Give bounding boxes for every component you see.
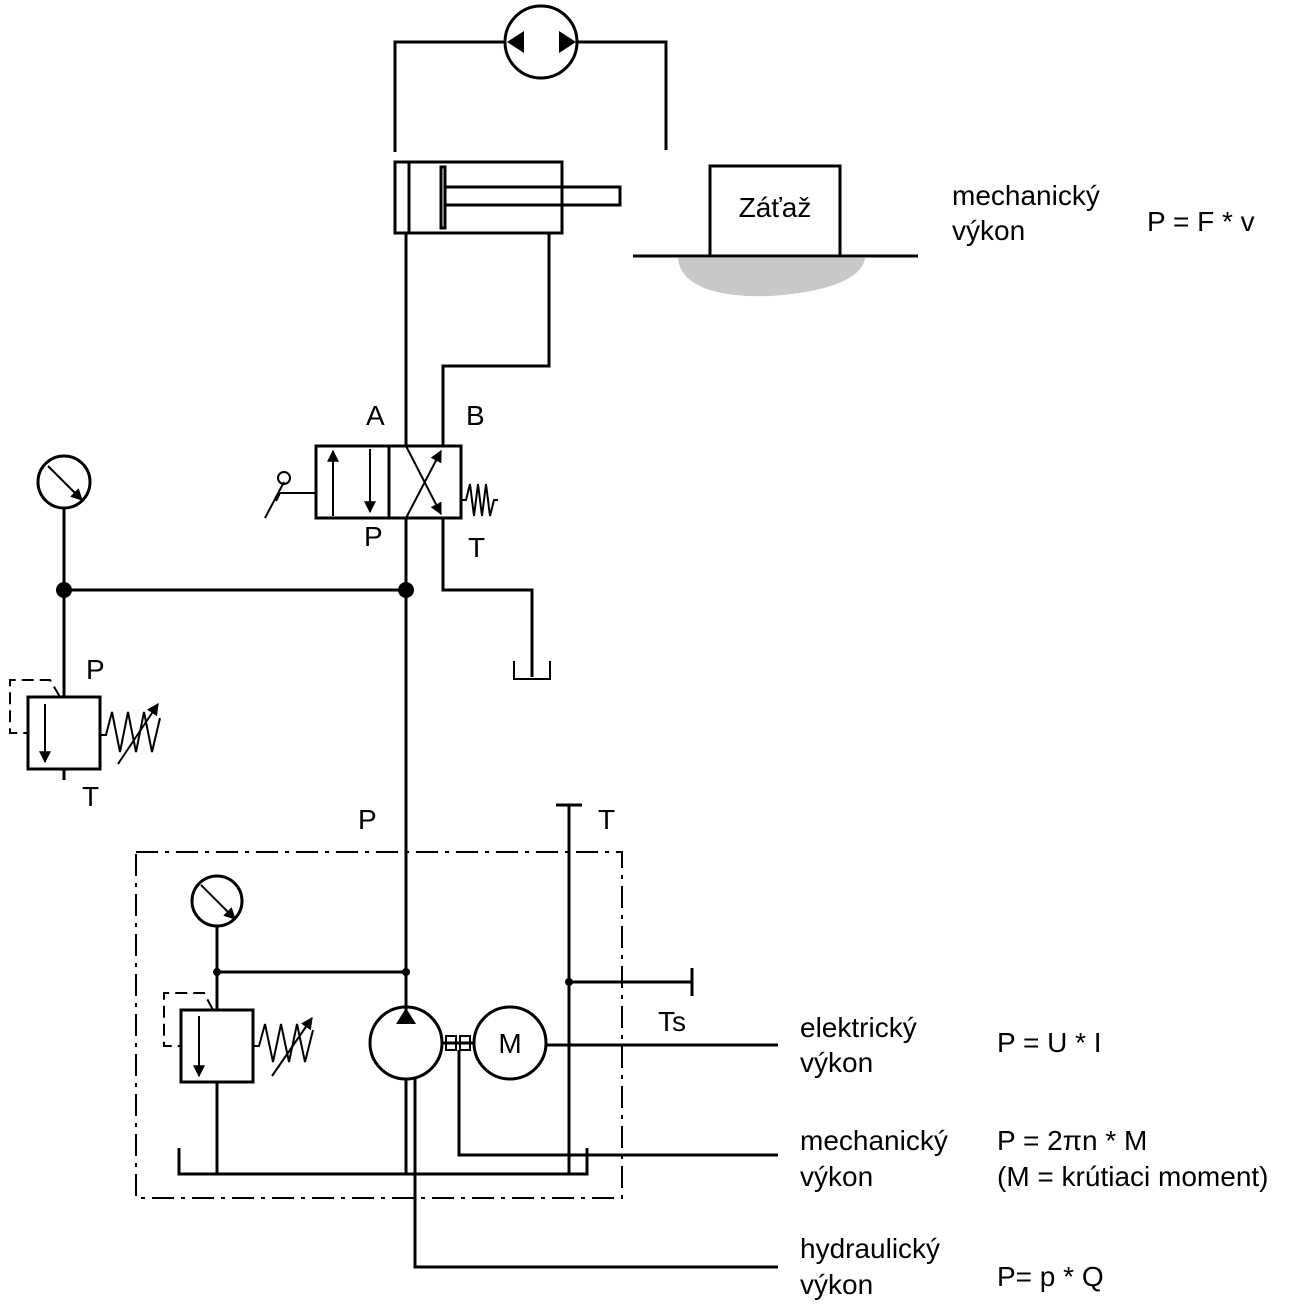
top-motor-lines bbox=[393, 40, 668, 152]
valve-port-b: B bbox=[466, 400, 485, 431]
pressure-gauge-inner bbox=[190, 874, 410, 1010]
main-pressure-line bbox=[56, 518, 414, 1010]
power-label-text: hydraulický bbox=[800, 1233, 940, 1264]
shaft-coupling bbox=[442, 1035, 474, 1051]
formula-mechanical-shaft: P = 2πn * M bbox=[997, 1125, 1147, 1156]
pressure-gauge-left bbox=[36, 454, 92, 590]
valve-tank-line bbox=[441, 518, 551, 680]
formula-mechanical-top: P = F * v bbox=[1147, 206, 1255, 237]
power-label-text: elektrický bbox=[800, 1012, 917, 1043]
load-block: Záťaž bbox=[633, 164, 918, 297]
load-label: Záťaž bbox=[739, 192, 812, 223]
power-label-text: výkon bbox=[952, 215, 1025, 246]
power-label-mechanical-shaft: mechanický výkon P = 2πn * M (M = krútia… bbox=[800, 1125, 1269, 1192]
power-label-hydraulic: hydraulický výkon P= p * Q bbox=[800, 1233, 1104, 1300]
unit-port-p: P bbox=[358, 804, 377, 835]
valve-port-p: P bbox=[364, 521, 383, 552]
power-label-text: výkon bbox=[800, 1269, 873, 1300]
ground-fill bbox=[678, 258, 865, 297]
power-label-text: mechanický bbox=[800, 1125, 948, 1156]
formula-mechanical-note: (M = krútiaci moment) bbox=[997, 1161, 1269, 1192]
relief-port-p: P bbox=[86, 654, 105, 685]
power-label-text: výkon bbox=[800, 1047, 873, 1078]
directional-valve: A B P T bbox=[264, 400, 498, 563]
lever-actuator bbox=[264, 471, 316, 519]
hydraulic-motor-top bbox=[503, 4, 579, 80]
formula-electrical: P = U * I bbox=[997, 1027, 1102, 1058]
relief-valve-inner bbox=[163, 992, 314, 1174]
cylinder-valve-lines bbox=[404, 233, 551, 446]
power-label-text: mechanický bbox=[952, 180, 1100, 211]
relief-valve-left: P T bbox=[9, 590, 161, 812]
unit-port-ts: Ts bbox=[658, 1006, 686, 1037]
hydraulic-pump bbox=[368, 1005, 444, 1174]
power-leader-lines bbox=[413, 1043, 778, 1269]
valve-spring bbox=[461, 483, 498, 517]
unit-port-t: T bbox=[598, 804, 615, 835]
power-label-mechanical-top: mechanický výkon P = F * v bbox=[952, 180, 1255, 246]
power-label-text: výkon bbox=[800, 1161, 873, 1192]
hydraulic-cylinder bbox=[393, 160, 622, 235]
valve-port-t: T bbox=[468, 532, 485, 563]
unit-tank-lines bbox=[177, 803, 694, 1176]
relief-port-t: T bbox=[82, 781, 99, 812]
power-unit-boundary bbox=[135, 851, 623, 1199]
formula-hydraulic: P= p * Q bbox=[997, 1261, 1104, 1292]
electric-motor: M bbox=[472, 1005, 548, 1081]
valve-port-a: A bbox=[366, 400, 385, 431]
power-label-electrical: elektrický výkon P = U * I bbox=[800, 1012, 1102, 1078]
motor-label: M bbox=[498, 1028, 521, 1059]
